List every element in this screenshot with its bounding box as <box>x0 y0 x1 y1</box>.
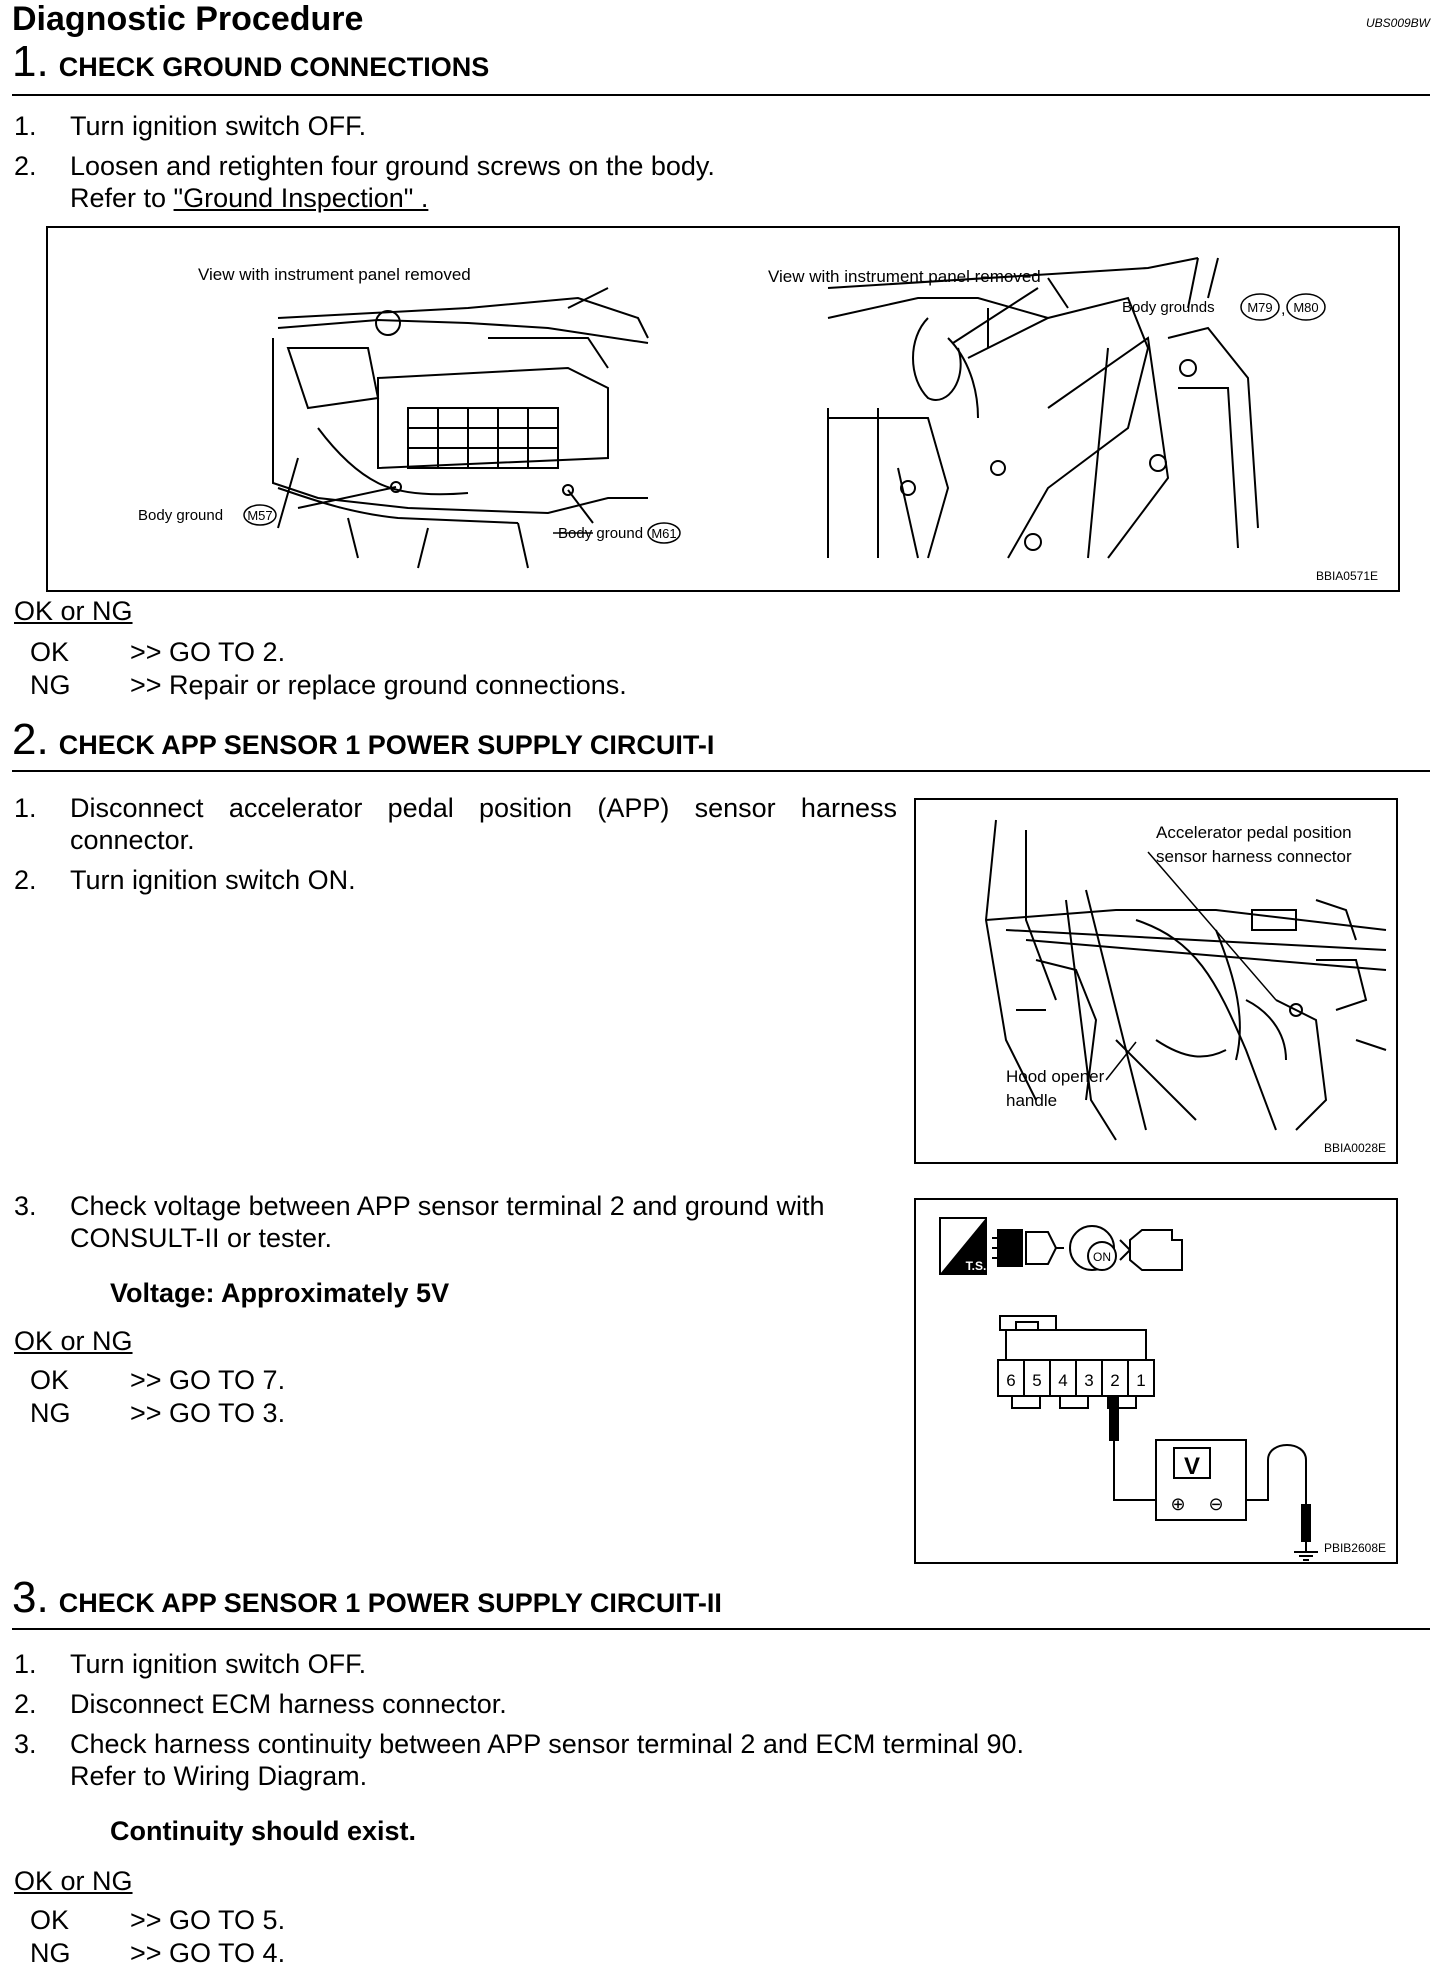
section-divider <box>12 1628 1430 1630</box>
terminal-1: 1 <box>1136 1371 1145 1390</box>
voltage-check-diagram: T.S. ON 6 5 4 3 <box>939 1217 1386 1561</box>
left-figure-caption: View with instrument panel removed <box>198 265 471 284</box>
right-figure-caption: View with instrument panel removed <box>768 267 1041 286</box>
terminal-3: 3 <box>1084 1371 1093 1390</box>
step-2-heading: 2. CHECK APP SENSOR 1 POWER SUPPLY CIRCU… <box>12 718 714 762</box>
section-divider <box>12 770 1430 772</box>
ng-result: NG>> Repair or replace ground connection… <box>30 670 627 700</box>
step-2-results: OK>> GO TO 7. NG>> GO TO 3. <box>30 1364 285 1430</box>
voltmeter-icon: V <box>1184 1453 1200 1480</box>
ignition-on-icon: ON <box>1069 1225 1117 1271</box>
app-sensor-location-figure: Accelerator pedal position sensor harnes… <box>914 798 1398 1164</box>
ground-connections-illustration: View with instrument panel removed Body … <box>138 257 1378 583</box>
step-title: CHECK APP SENSOR 1 POWER SUPPLY CIRCUIT-… <box>58 1588 722 1618</box>
ok-or-ng-heading: OK or NG <box>14 1866 133 1896</box>
terminal-5: 5 <box>1032 1371 1041 1390</box>
engine-icon <box>1119 1229 1183 1271</box>
hood-opener-label-line2: handle <box>1006 1091 1057 1110</box>
ground-connections-figure: View with instrument panel removed Body … <box>46 226 1400 592</box>
ts-icon: T.S. <box>939 1217 987 1275</box>
svg-text:T.S.: T.S. <box>966 1259 987 1273</box>
terminal-4: 4 <box>1058 1371 1067 1390</box>
svg-text:M57: M57 <box>247 508 272 523</box>
connector-m57-icon: M57 <box>243 504 277 526</box>
svg-text:M61: M61 <box>651 526 676 541</box>
page-title: Diagnostic Procedure <box>12 0 364 38</box>
step-3-results: OK>> GO TO 5. NG>> GO TO 4. <box>30 1904 285 1970</box>
ok-result: OK>> GO TO 7. <box>30 1365 286 1395</box>
figure-code: BBIA0028E <box>1324 1141 1386 1155</box>
list-item: 1. Turn ignition switch OFF. <box>14 1649 367 1679</box>
step-3-instructions: 1. Turn ignition switch OFF. 2. Disconne… <box>12 1648 1212 1792</box>
ok-or-ng-heading: OK or NG <box>14 596 133 626</box>
section-divider <box>12 94 1430 96</box>
connector-disconnect-icon <box>992 1229 1064 1267</box>
figure-code: PBIB2608E <box>1324 1541 1386 1555</box>
list-item: 1. Turn ignition switch OFF. <box>14 111 367 141</box>
step-title: CHECK APP SENSOR 1 POWER SUPPLY CIRCUIT-… <box>58 730 715 760</box>
list-item: 1. Disconnect accelerator pedal position… <box>14 793 897 855</box>
list-item: 2. Disconnect ECM harness connector. <box>14 1689 507 1719</box>
hood-opener-label-line1: Hood opener <box>1006 1067 1105 1086</box>
app-sensor-location-illustration: Accelerator pedal position sensor harnes… <box>984 819 1387 1155</box>
terminal-2: 2 <box>1110 1371 1119 1390</box>
body-ground-m57-label: Body ground <box>138 507 223 524</box>
step-3-heading: 3. CHECK APP SENSOR 1 POWER SUPPLY CIRCU… <box>12 1576 722 1620</box>
svg-text:ON: ON <box>1093 1250 1111 1264</box>
svg-text:M79: M79 <box>1247 300 1272 315</box>
negative-terminal-icon: ⊖ <box>1208 1494 1223 1514</box>
terminal-6: 6 <box>1006 1371 1015 1390</box>
body-ground-m61-label: Body ground <box>558 525 643 542</box>
voltage-spec: Voltage: Approximately 5V <box>110 1278 450 1308</box>
list-item: 3. Check harness continuity between APP … <box>14 1729 1024 1791</box>
step-number: 2. <box>12 715 49 764</box>
ground-inspection-link[interactable]: "Ground Inspection" . <box>173 183 429 213</box>
ok-or-ng-heading: OK or NG <box>14 1326 133 1356</box>
ok-result: OK>> GO TO 5. <box>30 1905 286 1935</box>
step-2-instructions-a: 1. Disconnect accelerator pedal position… <box>12 792 897 896</box>
step-title: CHECK GROUND CONNECTIONS <box>58 52 490 82</box>
svg-text:,: , <box>1281 301 1285 318</box>
step-1-results: OK>> GO TO 2. NG>> Repair or replace gro… <box>30 636 627 702</box>
connector-m79-icon: M79 <box>1240 293 1280 321</box>
connector-m80-icon: M80 <box>1286 293 1326 321</box>
positive-terminal-icon: ⊕ <box>1170 1494 1185 1514</box>
step-1-instructions: 1. Turn ignition switch OFF. 2. Loosen a… <box>12 110 1112 214</box>
continuity-spec: Continuity should exist. <box>110 1816 417 1846</box>
app-connector-label-line1: Accelerator pedal position <box>1156 823 1352 842</box>
ng-result: NG>> GO TO 4. <box>30 1938 286 1968</box>
ng-result: NG>> GO TO 3. <box>30 1398 286 1428</box>
step-1-heading: 1. CHECK GROUND CONNECTIONS <box>12 40 489 84</box>
list-item: 2. Loosen and retighten four ground scre… <box>14 151 715 213</box>
app-connector-label-line2: sensor harness connector <box>1156 847 1352 866</box>
voltage-check-figure: T.S. ON 6 5 4 3 <box>914 1198 1398 1564</box>
step-number: 3. <box>12 1573 49 1622</box>
step-2-instructions-b: 3. Check voltage between APP sensor term… <box>12 1190 897 1254</box>
connector-m61-icon: M61 <box>647 522 681 544</box>
document-code: UBS009BW <box>1365 16 1430 30</box>
figure-code: BBIA0571E <box>1316 569 1378 583</box>
svg-text:M80: M80 <box>1293 300 1318 315</box>
list-item: 2. Turn ignition switch ON. <box>14 865 356 895</box>
step-number: 1. <box>12 37 49 86</box>
ok-result: OK>> GO TO 2. <box>30 637 286 667</box>
list-item: 3. Check voltage between APP sensor term… <box>14 1191 825 1253</box>
body-grounds-label: Body grounds <box>1122 299 1215 316</box>
